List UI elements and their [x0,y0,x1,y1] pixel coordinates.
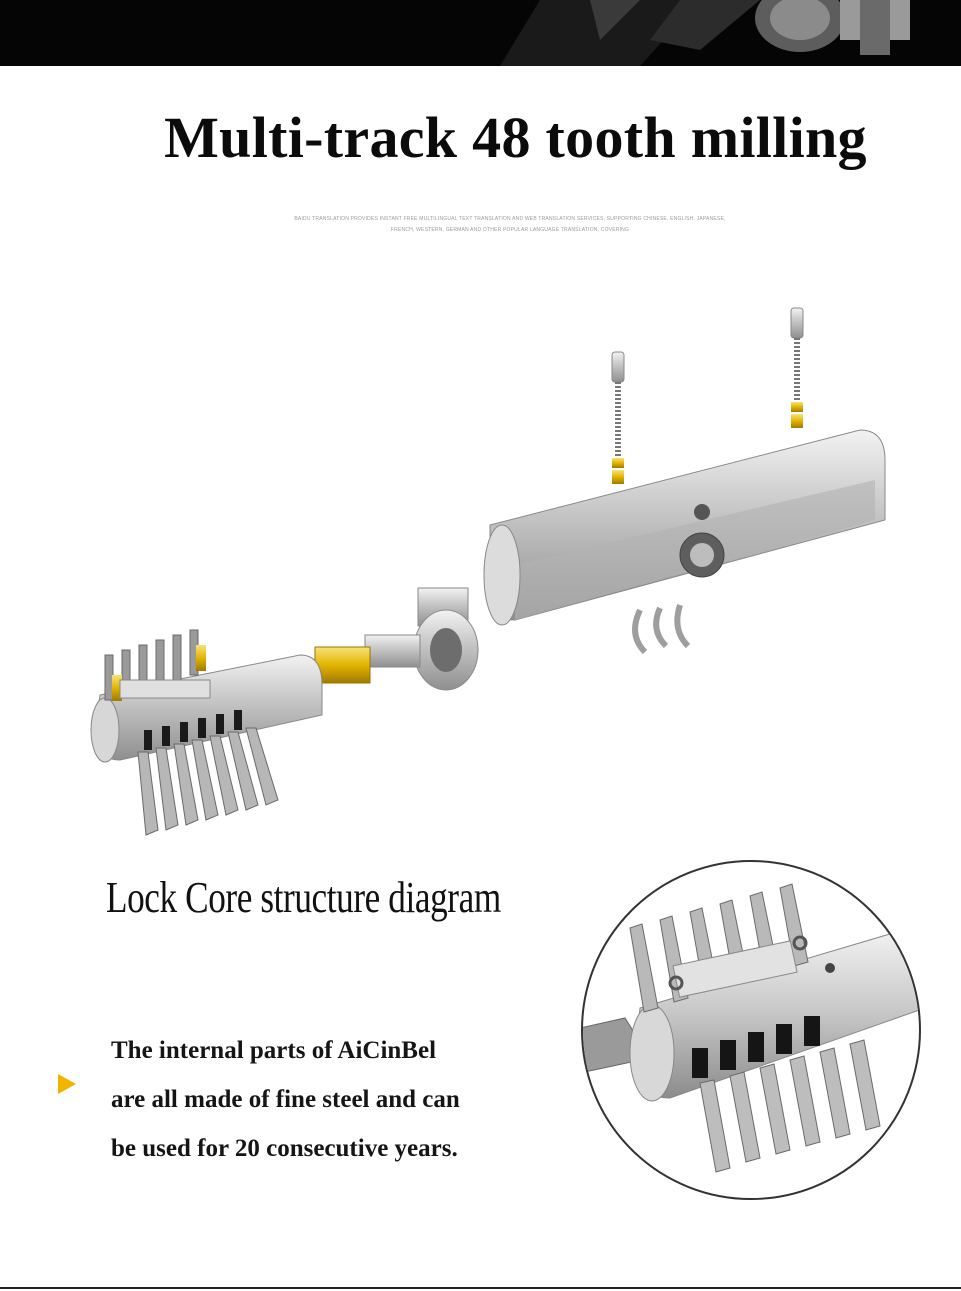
description-line: be used for 20 consecutive years. [111,1135,458,1162]
banner-machinery-image [0,0,961,66]
description-line: The internal parts of AiCinBel [111,1037,437,1064]
fine-print-line: BAIDU TRANSLATION PROVIDES INSTANT FREE … [294,216,726,222]
page-title: Multi-track 48 tooth milling [164,105,867,170]
fine-print-caption: BAIDU TRANSLATION PROVIDES INSTANT FREE … [260,214,760,236]
lock-plug-with-wafers [90,629,323,836]
description-line: are all made of fine steel and can [111,1086,460,1113]
diagram-caption: Lock Core structure diagram [106,873,501,922]
lock-cylinder-exploded-illustration [90,307,886,836]
cam-sleeve [413,587,479,691]
pin-and-spring-group [611,307,804,484]
description-paragraph: The internal parts of AiCinBel are all m… [111,1026,551,1173]
shaft [314,634,421,684]
bottom-divider [0,1287,961,1289]
arrow-bullet-icon [58,1074,76,1094]
top-banner [0,0,961,66]
plug-closeup-image [581,860,921,1200]
fine-print-line: FRENCH, WESTERN, GERMAN AND OTHER POPULA… [390,227,630,233]
cylinder-housing [483,429,886,655]
